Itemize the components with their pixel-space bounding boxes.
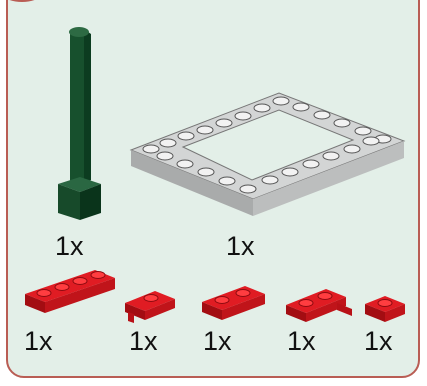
part-quantity-red-plate-1x4: 1x	[24, 328, 53, 355]
part-quantity-red-plate-1x2: 1x	[203, 328, 232, 355]
part-quantity-red-handle: 1x	[287, 328, 316, 355]
part-quantity-red-clip: 1x	[129, 328, 158, 355]
red-plate-1x1-part	[365, 296, 405, 322]
red-plate-1x2-part	[202, 286, 265, 320]
dark-green-bar-part	[58, 27, 101, 220]
part-quantity-bar: 1x	[55, 233, 84, 260]
red-plate-clip-part	[125, 291, 175, 323]
red-plate-1x4-part	[25, 270, 115, 313]
light-gray-open-plate-part	[131, 93, 404, 216]
part-quantity-gray-plate: 1x	[226, 233, 255, 260]
part-quantity-red-plate-1x1: 1x	[364, 328, 393, 355]
red-plate-handle-part	[286, 289, 352, 322]
